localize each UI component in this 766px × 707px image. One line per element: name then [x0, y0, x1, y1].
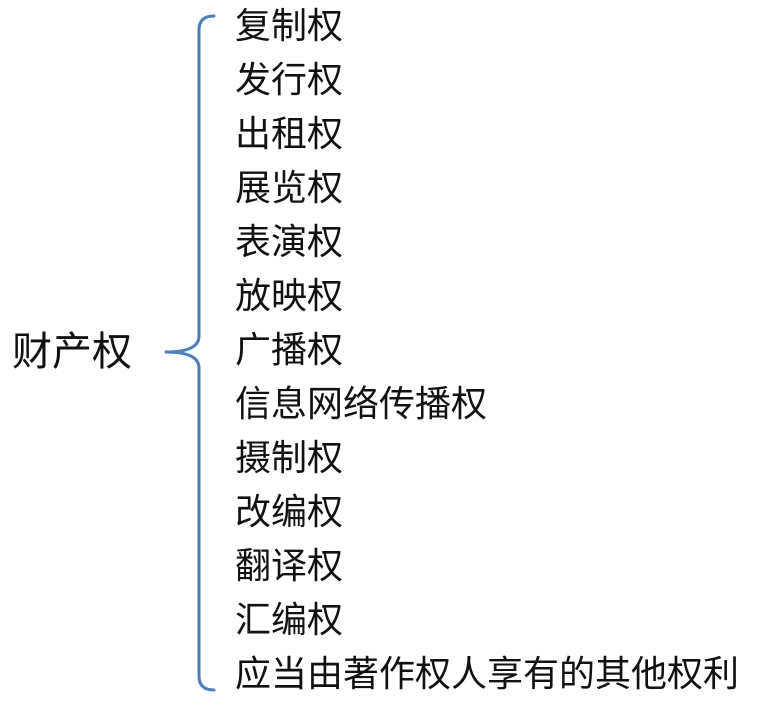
root-label: 财产权 [12, 329, 132, 375]
brace-path [164, 14, 216, 692]
list-item: 放映权 [235, 276, 344, 317]
list-item: 翻译权 [235, 546, 344, 587]
list-item: 出租权 [235, 114, 344, 155]
list-item: 广播权 [235, 330, 344, 371]
list-item: 发行权 [235, 60, 344, 101]
list-item: 展览权 [235, 168, 344, 209]
list-item: 改编权 [235, 492, 344, 533]
list-item: 汇编权 [235, 600, 344, 641]
rights-list: 复制权 发行权 出租权 展览权 表演权 放映权 广播权 信息网络传播权 摄制权 … [235, 0, 739, 702]
list-item: 应当由著作权人享有的其他权利 [235, 654, 740, 695]
list-item: 摄制权 [235, 438, 344, 479]
list-item: 表演权 [235, 222, 344, 263]
list-item: 信息网络传播权 [235, 384, 488, 425]
list-item: 复制权 [235, 6, 344, 47]
